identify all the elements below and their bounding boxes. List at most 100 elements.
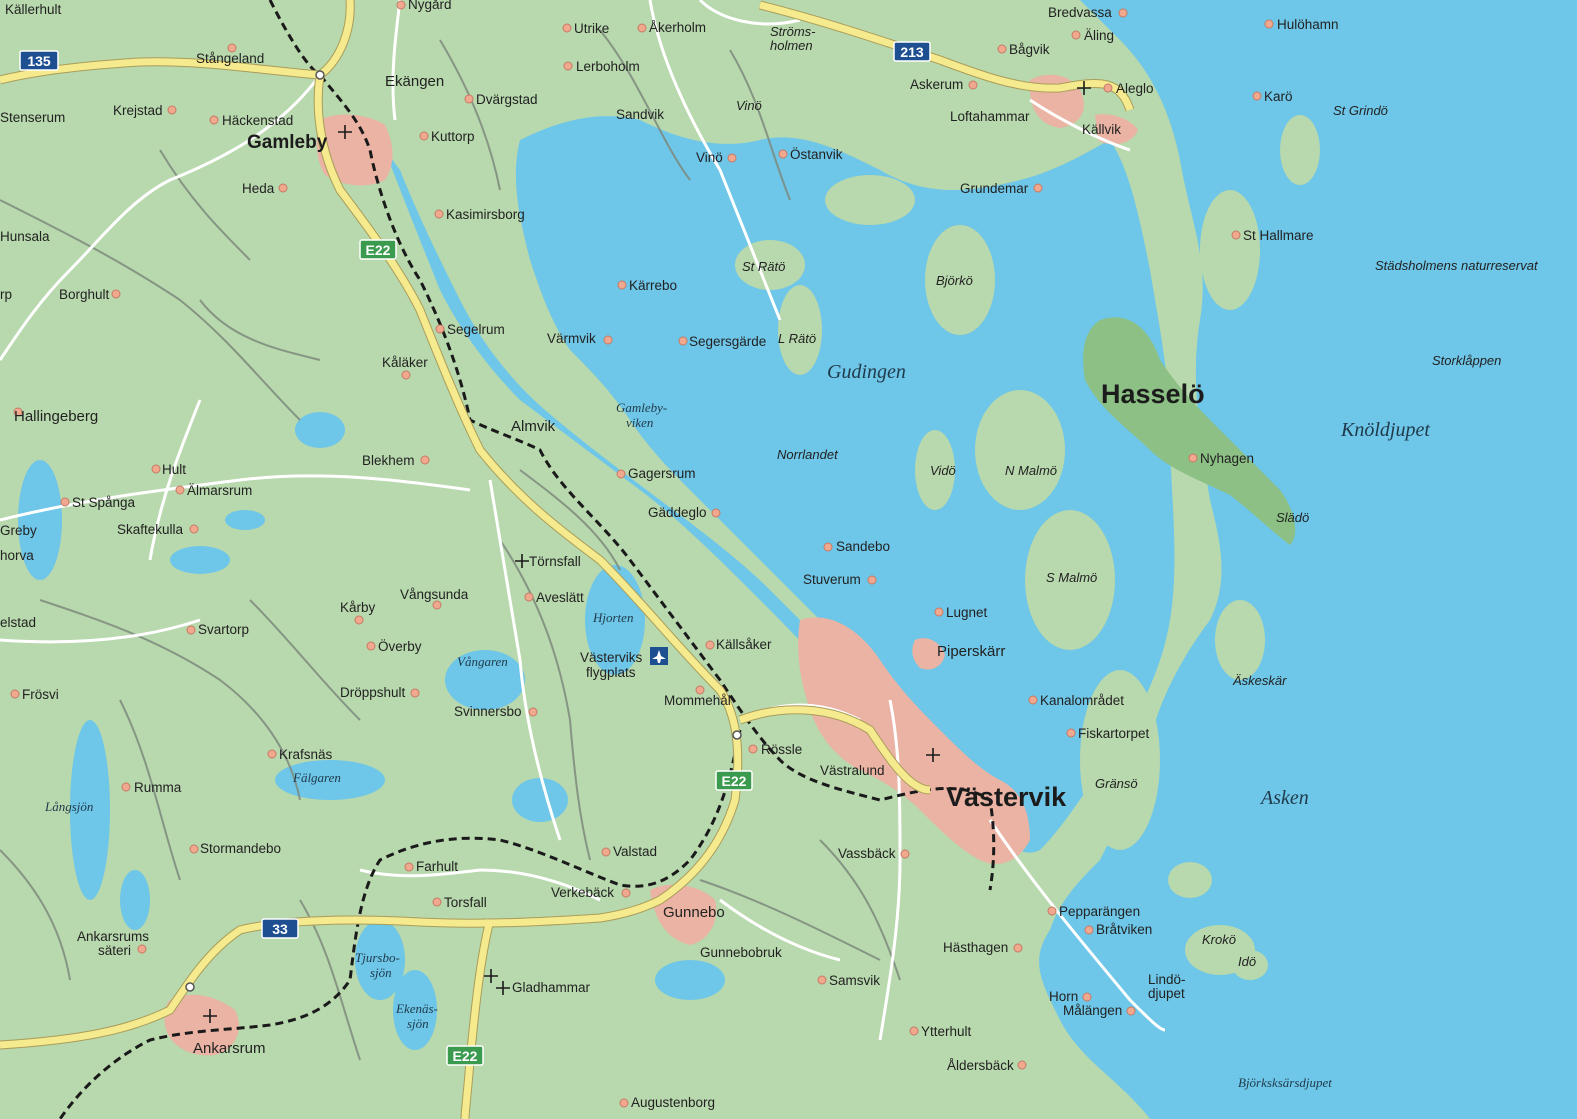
island-label: Storklåppen: [1432, 353, 1501, 368]
place-label: Farhult: [416, 859, 458, 874]
place-label: Lindö-: [1148, 972, 1186, 987]
place-label: elstad: [0, 615, 36, 630]
water-label: Knöldjupet: [1340, 419, 1430, 441]
place-label: Hulöhamn: [1277, 17, 1339, 32]
island-label: Norrlandet: [777, 447, 839, 462]
place-label: Augustenborg: [631, 1095, 715, 1110]
place-label: Hästhagen: [943, 940, 1008, 955]
sea-area: [1039, 0, 1577, 1119]
terrain-lines: [0, 29, 901, 1061]
place-label: Gagersrum: [628, 466, 696, 481]
place-label: Krejstad: [113, 103, 163, 118]
place-label: Askerum: [910, 77, 963, 92]
water-label: Hjorten: [592, 610, 633, 625]
island-label: Gränsö: [1095, 776, 1138, 791]
place-label: Frösvi: [22, 687, 59, 702]
island-label: Äskeskär: [1232, 673, 1287, 688]
settlement-dots: [10, 0, 1274, 1108]
place-label: Nygård: [408, 0, 452, 12]
place-label: Aleglo: [1116, 81, 1154, 96]
island-label: St Rätö: [742, 259, 785, 274]
place-label: Segelrum: [447, 322, 505, 337]
place-label: rp: [0, 287, 12, 302]
water-label: Vångaren: [457, 654, 508, 669]
place-label: Stenserum: [0, 110, 65, 125]
place-label: Greby: [0, 523, 37, 538]
place-label: horva: [0, 548, 34, 563]
place-label: Ytterhult: [921, 1024, 972, 1039]
place-label: Kåläker: [382, 355, 428, 370]
svg-text:213: 213: [900, 44, 924, 60]
svg-text:135: 135: [27, 53, 51, 69]
place-label: Östanvik: [790, 147, 843, 162]
place-label: säteri: [98, 943, 131, 958]
place-label: Kasimirsborg: [446, 207, 525, 222]
place-label: Nyhagen: [1200, 451, 1254, 466]
place-labels: Källerhult Nygård Utrike Åkerholm Stånge…: [0, 0, 1339, 1110]
place-label: Sandvik: [616, 107, 664, 122]
island-label: St Grindö: [1333, 103, 1388, 118]
label-hasselo: Hasselö: [1101, 379, 1205, 409]
minor-roads: [0, 0, 1166, 1041]
island-label: Vidö: [930, 463, 956, 478]
place-label: Almvik: [511, 418, 556, 435]
gamlebyviken-inlet: [385, 150, 930, 780]
place-label: Karö: [1264, 89, 1293, 104]
route-shield-33: 33: [261, 918, 299, 939]
water-label: Tjursbo-: [355, 950, 400, 965]
place-label: Vassbäck: [838, 846, 896, 861]
place-label: Horn: [1049, 989, 1078, 1004]
place-label: Borghult: [59, 287, 110, 302]
place-label: Heda: [242, 181, 275, 196]
place-label: djupet: [1148, 986, 1185, 1001]
place-label: Åldersbäck: [947, 1058, 1014, 1073]
water-label: Fälgaren: [292, 770, 341, 785]
place-label: Källerhult: [5, 2, 62, 17]
place-label: Pepparängen: [1059, 904, 1140, 919]
water-label: Städsholmens naturreservat: [1375, 258, 1539, 273]
place-label: Sandebo: [836, 539, 890, 554]
place-label: Källsåker: [716, 637, 772, 652]
place-label: Häckenstad: [222, 113, 293, 128]
place-label: Stuverum: [803, 572, 861, 587]
place-label: St Hallmare: [1243, 228, 1314, 243]
route-shield-135: 135: [19, 50, 59, 71]
place-label: St Spånga: [72, 495, 136, 510]
svg-text:E22: E22: [722, 773, 747, 789]
island-label: holmen: [770, 38, 813, 53]
place-label: Svartorp: [198, 622, 249, 637]
route-shield-e22: E22: [446, 1045, 484, 1066]
island-label: Vinö: [736, 98, 762, 113]
place-label: Stångeland: [196, 51, 264, 66]
place-label: Hult: [162, 462, 186, 477]
island-label: Björkö: [936, 273, 973, 288]
place-label: Ankarsrums: [77, 929, 149, 944]
place-label: Åkerholm: [649, 20, 706, 35]
water-label: Ekenäs-: [395, 1001, 438, 1016]
island-label: N Malmö: [1005, 463, 1057, 478]
place-label: Vinö: [696, 150, 723, 165]
place-label: Rössle: [761, 742, 802, 757]
place-label: Värmvik: [547, 331, 596, 346]
islands-land: [735, 80, 1320, 980]
label-ankarsrum: Ankarsrum: [193, 1040, 266, 1057]
place-label: Vångsunda: [400, 587, 469, 602]
place-label: Krafsnäs: [279, 747, 333, 762]
road-junctions: [185, 70, 742, 992]
island-label: Idö: [1238, 954, 1256, 969]
water-label: viken: [626, 415, 653, 430]
water-label: sjön: [407, 1016, 429, 1031]
place-label: Stormandebo: [200, 841, 281, 856]
place-label: Bågvik: [1009, 42, 1050, 57]
island-labels: Ströms- holmen Vinö St Rätö L Rätö Björk…: [736, 24, 1501, 969]
gudingen-bay: [515, 116, 1175, 853]
lakes: [18, 412, 725, 1050]
svg-text:E22: E22: [453, 1048, 478, 1064]
water-label: Björksksärsdjupet: [1238, 1075, 1332, 1090]
island-label: Krokö: [1202, 932, 1236, 947]
place-label: Fiskartorpet: [1078, 726, 1150, 741]
place-label: Blekhem: [362, 453, 415, 468]
place-label: Äling: [1084, 28, 1114, 43]
island-label: S Malmö: [1046, 570, 1097, 585]
